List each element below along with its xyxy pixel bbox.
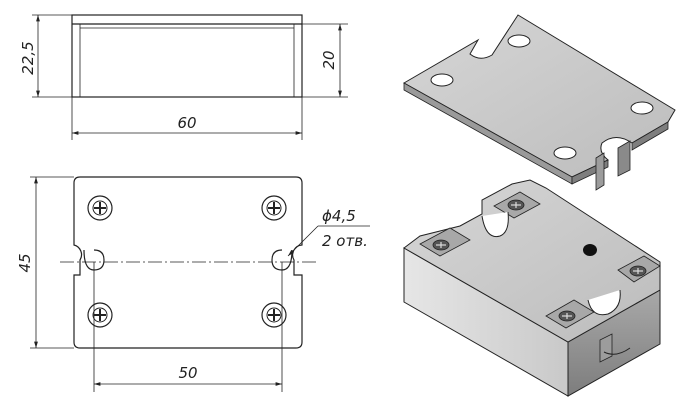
indicator-dot: [583, 244, 597, 256]
iso-base: [403, 179, 661, 397]
base-slot: [481, 211, 509, 238]
dim-label-20: 20: [320, 50, 338, 69]
lid-top-surface: [402, 14, 676, 178]
hole-leader: [287, 225, 319, 257]
screw-icon: [629, 265, 647, 277]
top-view: 45 50 ϕ4,5 2 отв.: [16, 176, 370, 392]
mount-hole: [630, 101, 654, 115]
front-view: 22,5 20 60: [19, 14, 348, 140]
screw-icon: [432, 239, 450, 251]
slot-right: [271, 249, 293, 271]
screw-icon: [558, 310, 576, 322]
dim-label-45: 45: [16, 253, 34, 272]
slot-left: [83, 249, 105, 271]
base-slot: [587, 289, 621, 316]
screw-icon: [261, 302, 287, 328]
top-view-outline: [73, 176, 303, 349]
mount-hole: [553, 146, 577, 160]
hole-count-label: 2 отв.: [322, 232, 368, 250]
iso-lid: [402, 14, 676, 191]
screw-icon: [87, 195, 113, 221]
mount-hole: [430, 73, 454, 87]
dim-label-50: 50: [178, 364, 197, 382]
screw-icon: [261, 195, 287, 221]
screw-icon: [87, 302, 113, 328]
dim-label-22-5: 22,5: [19, 41, 37, 74]
front-view-body: [71, 14, 303, 98]
screw-icon: [507, 199, 525, 211]
hole-diameter-label: ϕ4,5: [322, 207, 356, 225]
mount-hole: [507, 34, 531, 48]
dim-label-60: 60: [177, 114, 196, 132]
